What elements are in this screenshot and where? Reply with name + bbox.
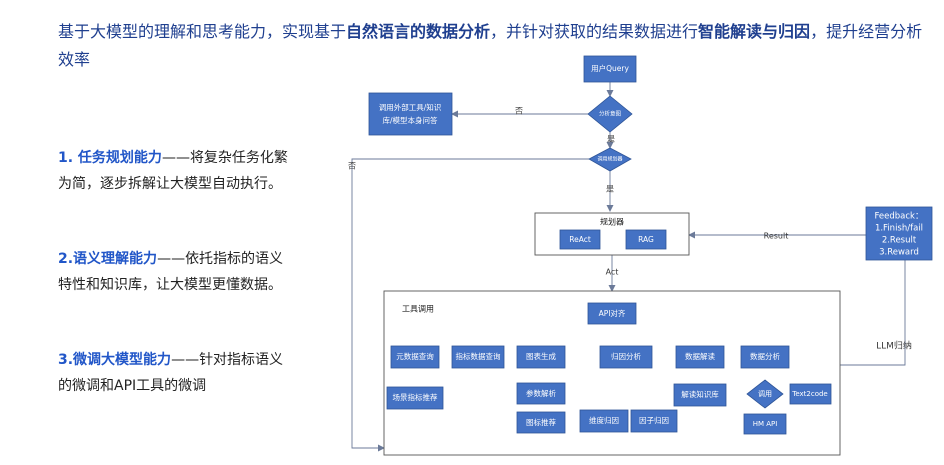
node-feedback: [865, 206, 933, 261]
node-rag-label: RAG: [638, 235, 654, 244]
node-analyze-intent: [587, 95, 633, 133]
ability-fine-tuning: 3.微调大模型能力——针对指标语义的微调和API工具的微调: [58, 347, 288, 399]
node-factor-attribution-label: 因子归因: [639, 415, 669, 425]
node-tool-metric-data-label: 指标数据查询: [456, 351, 501, 361]
node-interpret-kb-label: 解读知识库: [681, 389, 719, 399]
ability-heading: 1. 任务规划能力: [58, 150, 162, 166]
node-chart-recommend: [516, 411, 566, 434]
node-hm-api: [743, 413, 787, 435]
node-tool-chart-label: 图表生成: [526, 351, 556, 361]
ability-heading: 3.微调大模型能力: [58, 352, 172, 368]
headline-part-1: 基于大模型的理解和思考能力，实现基于: [58, 22, 347, 41]
ability-semantic-understanding: 2.语义理解能力——依托指标的语义特性和知识库，让大模型更懂数据。: [58, 246, 288, 298]
headline-highlight-1: 自然语言的数据分析: [346, 22, 491, 41]
node-external-tools-line-1: 调用外部工具/知识: [379, 102, 442, 112]
node-tool-metadata: [390, 345, 440, 369]
ability-task-planning: 1. 任务规划能力——将复杂任务化繁为简，逐步拆解让大模型自动执行。: [58, 145, 288, 197]
label-no-1: 否: [515, 107, 523, 116]
label-result: Result: [764, 232, 789, 241]
node-interpret-kb: [673, 383, 727, 407]
node-call-planner: [588, 147, 632, 172]
node-chart-recommend-label: 图标推荐: [526, 417, 556, 427]
headline-part-2: ，并针对获取的结果数据进行: [490, 22, 699, 41]
node-tool-analysis: [740, 345, 790, 369]
tools-title: 工具调用: [402, 305, 434, 314]
node-call-decision-label: 调用: [758, 389, 772, 398]
node-dimension-attribution-label: 维度归因: [589, 415, 619, 425]
node-feedback-line-3: 2.Result: [882, 236, 917, 246]
node-feedback-line-1: Feedback：: [875, 212, 924, 222]
node-user-query-label: 用户Query: [591, 63, 629, 73]
node-scene-recommend-label: 场景指标推荐: [393, 392, 438, 402]
label-yes-2: 是: [606, 185, 614, 194]
headline-part-3: ，提升经营分析效率: [58, 22, 923, 69]
node-tool-metric-data: [451, 345, 505, 369]
node-tool-interpretation: [675, 345, 725, 369]
node-external-tools-line-2: 库/模型本身问答: [382, 115, 438, 125]
node-scene-recommend: [386, 386, 444, 410]
node-tool-attribution-label: 归因分析: [611, 351, 641, 361]
arrow-llm-induce: [840, 260, 906, 366]
node-feedback-line-4: 3.Reward: [879, 248, 919, 258]
arrow-no-to-tools: [351, 158, 590, 452]
node-feedback-line-2: 1.Finish/fail: [875, 224, 923, 234]
node-react-label: ReAct: [569, 235, 591, 244]
node-text2code-label: Text2code: [791, 390, 828, 398]
headline: 基于大模型的理解和思考能力，实现基于自然语言的数据分析，并针对获取的结果数据进行…: [58, 18, 938, 74]
node-external-tools: [368, 92, 453, 136]
planner-title: 规划器: [600, 217, 624, 227]
node-factor-attribution: [630, 409, 678, 433]
node-rag: [625, 229, 667, 250]
node-call-planner-label: 调用规划器: [597, 156, 622, 163]
node-tool-attribution: [599, 345, 653, 369]
node-api-align: [587, 302, 637, 325]
node-hm-api-label: HM API: [753, 420, 778, 428]
ability-text: ——依托指标的语义特性和知识库，让大模型更懂数据。: [58, 251, 284, 293]
ability-text: ——针对指标语义的微调和API工具的微调: [58, 352, 284, 394]
ability-heading: 2.语义理解能力: [58, 251, 158, 267]
node-tool-analysis-label: 数据分析: [750, 351, 780, 361]
node-api-align-label: API对齐: [599, 308, 626, 318]
node-dimension-attribution: [579, 409, 629, 433]
label-no-2: 否: [348, 162, 356, 171]
node-analyze-intent-label: 分析意图: [599, 110, 622, 118]
headline-highlight-2: 智能解读与归因: [698, 22, 811, 41]
node-param-parse: [516, 382, 566, 405]
node-param-parse-label: 参数解析: [526, 388, 556, 398]
ability-text: ——将复杂任务化繁为简，逐步拆解让大模型自动执行。: [58, 150, 288, 192]
node-user-query: [583, 55, 637, 83]
node-react: [559, 229, 601, 250]
label-yes-1: 是: [607, 135, 615, 144]
label-llm: LLM归纳: [876, 340, 912, 352]
node-tool-chart: [516, 345, 566, 369]
label-act: Act: [606, 268, 619, 277]
node-text2code: [789, 383, 832, 405]
node-call-decision: [746, 379, 784, 409]
node-tool-metadata-label: 元数据查询: [396, 351, 434, 361]
node-tool-interpretation-label: 数据解读: [685, 351, 715, 361]
